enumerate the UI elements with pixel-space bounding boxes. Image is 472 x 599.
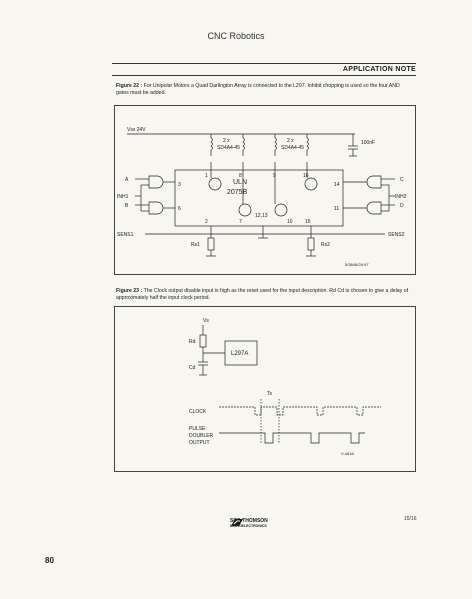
inh1-label: INH1 (117, 194, 129, 200)
ts-label: Ts (267, 391, 273, 397)
sense2-label: SENS2 (388, 232, 405, 238)
figure23-box: Vs Rd Cd L297A Ts CLOCK PULSE DOUBLER OU… (114, 306, 416, 472)
diode-right-part: SD4A4-45 (281, 145, 304, 151)
figure22-schematic: Vss 24V 100nF 2 x SD4A4-45 2 x SD4A4-45 … (117, 127, 407, 267)
pin-ground-label: 12,13 (255, 213, 268, 219)
clock-label: CLOCK (189, 409, 207, 415)
inh2-label: INH2 (395, 194, 407, 200)
chip-l297a: L297A (231, 351, 248, 357)
input-a-label: A (125, 177, 129, 183)
figure22-caption: Figure 22 : For Unipolar Motors a Quad D… (116, 83, 412, 97)
pulse-label-1: PULSE (189, 426, 206, 432)
figure22-code: 5/3846/29-97 (345, 262, 369, 267)
header-rule-top (112, 63, 416, 64)
figure22-caption-label: Figure 22 : (116, 83, 143, 89)
pin14: 14 (334, 182, 340, 188)
chip-part: 2075B (227, 189, 248, 196)
page-reference: 15/16 (404, 516, 417, 522)
figure23-schematic: Vs Rd Cd L297A Ts CLOCK PULSE DOUBLER OU… (189, 318, 381, 456)
company-name: SGS-THOMSON (230, 518, 268, 524)
page-number: 80 (45, 556, 54, 565)
chip-name: ULN (233, 179, 247, 186)
pin1: 1 (205, 173, 208, 179)
pin8: 8 (239, 173, 242, 179)
pin15: 15 (305, 219, 311, 225)
rd-label: Rd (189, 339, 196, 345)
diode-left-count: 2 x (223, 138, 230, 144)
diode-left-part: SD4A4-45 (217, 145, 240, 151)
figure23-caption-text: The Clock output disable input is high a… (116, 288, 409, 301)
pin11: 11 (334, 206, 339, 212)
capacitor-label: 100nF (361, 140, 375, 146)
pin7: 7 (239, 219, 242, 225)
running-header-title: CNC Robotics (207, 31, 265, 41)
figure22-box: Vss 24V 100nF 2 x SD4A4-45 2 x SD4A4-45 … (114, 105, 416, 275)
sense1-label: SENS1 (117, 232, 134, 238)
input-c-label: C (400, 177, 404, 183)
pin16: 16 (303, 173, 309, 179)
figure22-caption-text: For Unipolar Motors a Quad Darlington Ar… (116, 83, 400, 96)
figure23-caption: Figure 23 : The Clock output disable inp… (116, 288, 412, 302)
pulse-label-2: DOUBLER (189, 433, 214, 439)
supply-label: Vss 24V (127, 127, 146, 133)
diode-right-count: 2 x (287, 138, 294, 144)
input-b-left-label: B (125, 203, 129, 209)
footer-logo: SGS-THOMSON MICROELECTRONICS (230, 518, 268, 528)
rs1-label: Rs1 (191, 242, 200, 248)
figure23-code: V-4616 (341, 451, 354, 456)
figure23-caption-label: Figure 23 : (116, 288, 143, 294)
pin10: 10 (287, 219, 293, 225)
pin6: 6 (178, 206, 181, 212)
vs-label: Vs (203, 318, 209, 324)
section-label: APPLICATION NOTE (342, 66, 416, 73)
pin3: 3 (178, 182, 181, 188)
pin2: 2 (205, 219, 208, 225)
pulse-label-3: OUTPUT (189, 440, 210, 446)
pin9: 9 (273, 173, 276, 179)
st-logo-icon (231, 519, 243, 526)
cd-label: Cd (189, 365, 196, 371)
rs2-label: Rs2 (321, 242, 330, 248)
company-subname: MICROELECTRONICS (230, 524, 267, 528)
header-rule-bottom (112, 75, 416, 76)
input-d-label: D (400, 203, 404, 209)
